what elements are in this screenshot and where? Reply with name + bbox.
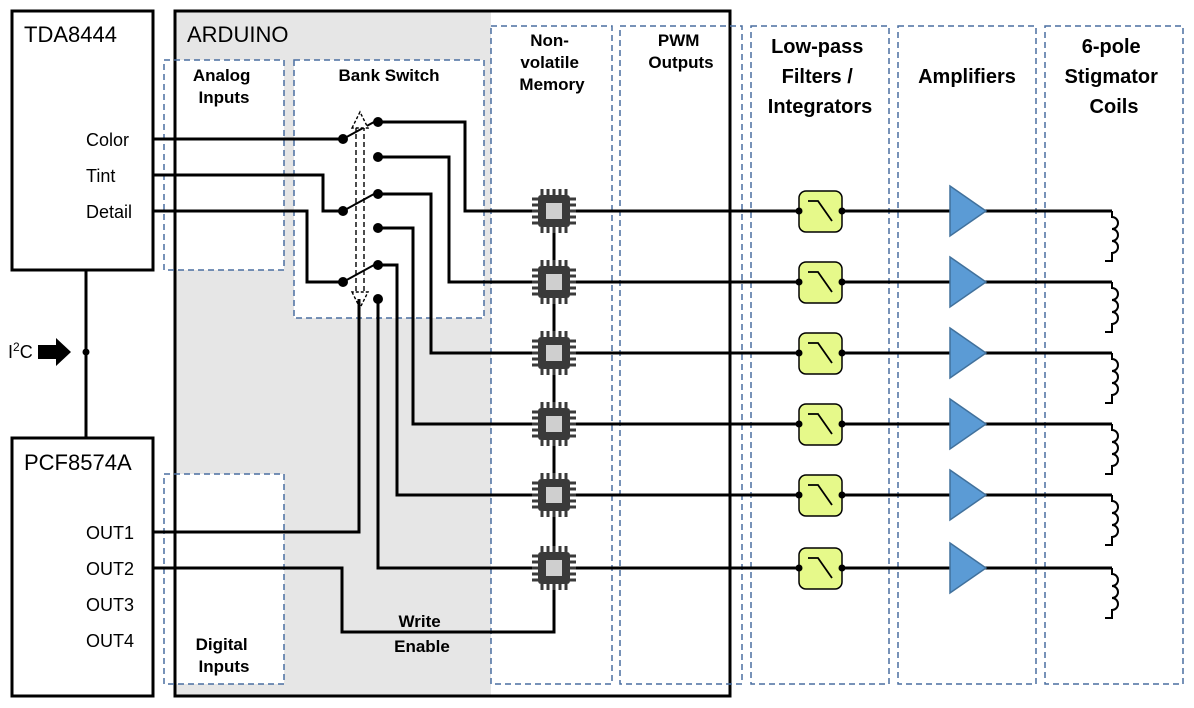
amplifier-icon (949, 541, 988, 595)
analog-inputs-section (163, 59, 285, 271)
arduino-title: ARDUINO (187, 22, 288, 47)
pcf-pin-out3: OUT3 (86, 595, 134, 615)
wire-contact-1 (378, 120, 532, 213)
lowpass-filter-icon (795, 403, 846, 446)
switch-pivot (338, 134, 348, 144)
wire-tint (153, 173, 343, 213)
tda-pin-color: Color (86, 130, 129, 150)
digital-inputs-label: Digital Inputs (196, 635, 253, 676)
memory-chip-icon (532, 402, 576, 446)
wire-contact-2 (378, 155, 532, 284)
switch-pivot (338, 277, 348, 287)
coils-section (1044, 25, 1184, 685)
memory-chip-icon (532, 189, 576, 233)
lowpass-filter-icon (795, 474, 846, 517)
memory-chip-icon (532, 260, 576, 304)
write-enable-label: Write Enable (394, 612, 450, 656)
bank-switch (338, 110, 383, 310)
tda-pin-tint: Tint (86, 166, 115, 186)
pcf8574a-title: PCF8574A (24, 450, 132, 475)
i2c-arrow-icon (38, 338, 71, 366)
filters-section (750, 25, 890, 685)
coil-icon (1105, 282, 1119, 333)
wire-out1 (153, 299, 361, 534)
wire-contact-6 (376, 299, 532, 570)
amplifiers-section (897, 25, 1037, 685)
switch-arm-3 (342, 264, 375, 283)
switch-arrow-up-icon (350, 110, 370, 129)
tda8444-block (10, 9, 155, 272)
amplifier-icon (949, 326, 988, 380)
amplifier-icon (949, 397, 988, 451)
switch-arm-1 (342, 121, 375, 140)
i2c-junction (82, 348, 90, 356)
coil-icon (1105, 424, 1119, 475)
digital-inputs-section (163, 473, 285, 685)
lowpass-filter-icon (795, 190, 846, 233)
i2c-label: I2C (8, 340, 33, 362)
bank-switch-bg (294, 60, 484, 318)
pcf-pin-out2: OUT2 (86, 559, 134, 579)
wire-contact-5 (378, 263, 532, 497)
pcf8574a-block (10, 436, 155, 698)
amplifiers-label: Amplifiers (918, 66, 1016, 88)
digital-inputs-bg (164, 474, 284, 684)
lowpass-filter-icon (795, 547, 846, 590)
memory-chip-icon (532, 546, 576, 590)
wire-contact-4 (378, 226, 532, 426)
switch-arm-2 (342, 193, 375, 212)
channel-rows (532, 184, 1119, 619)
amplifier-icon (949, 468, 988, 522)
memory-chip-icon (532, 331, 576, 375)
analog-inputs-bg (164, 60, 284, 270)
coil-icon (1105, 353, 1119, 404)
coils-label: 6-pole Stigmator Coils (1065, 36, 1164, 118)
tda-pin-detail: Detail (86, 202, 132, 222)
analog-inputs-label: Analog Inputs (193, 66, 255, 107)
coil-icon (1105, 568, 1119, 619)
pcf-pin-out1: OUT1 (86, 523, 134, 543)
pcf-pin-out4: OUT4 (86, 631, 134, 651)
pwm-section (619, 25, 743, 685)
bank-switch-label: Bank Switch (338, 66, 439, 85)
memory-label: Non- volatile Memory (519, 31, 585, 94)
pwm-outputs-label: PWM Outputs (648, 31, 713, 72)
memory-chip-icon (532, 473, 576, 517)
wire-contact-3 (378, 192, 532, 355)
wire-detail (153, 209, 343, 284)
lowpass-filter-icon (795, 261, 846, 304)
amplifier-icon (949, 255, 988, 309)
coil-icon (1105, 211, 1119, 262)
switch-pivot (338, 206, 348, 216)
coil-icon (1105, 495, 1119, 546)
filters-label: Low-pass Filters / Integrators (768, 36, 872, 118)
amplifier-icon (949, 184, 988, 238)
lowpass-filter-icon (795, 332, 846, 375)
bank-switch-section (293, 59, 485, 319)
tda8444-title: TDA8444 (24, 22, 117, 47)
memory-section (490, 25, 613, 685)
